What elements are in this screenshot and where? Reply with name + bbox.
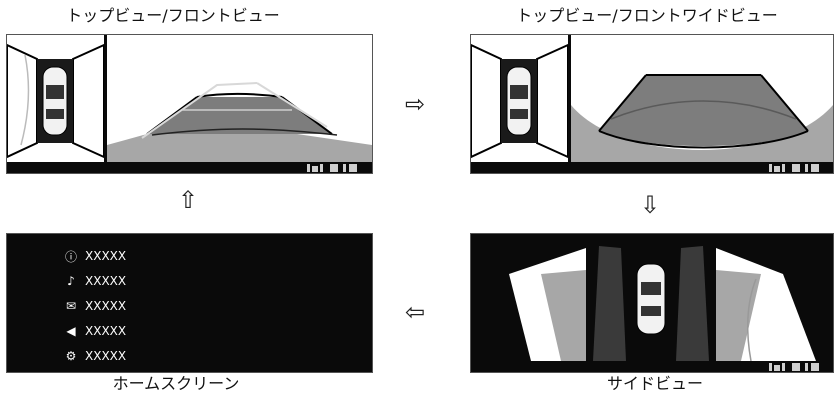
front-wide-road	[599, 75, 808, 146]
top-view-guide-line	[20, 54, 30, 146]
top-view-car	[506, 66, 532, 136]
settings-gear-icon: ⚙	[65, 349, 77, 363]
panel-top-front-wide-view	[470, 34, 834, 174]
status-icons	[769, 363, 819, 371]
side-view-right-car-body	[676, 246, 709, 361]
status-icons	[307, 164, 357, 172]
side-view-car-rear-window	[641, 306, 661, 316]
caption-home: ホームスクリーン	[112, 374, 240, 393]
top-view-right-wall	[536, 43, 569, 159]
home-menu-item-info[interactable]: ⓘ XXXXX	[63, 246, 126, 266]
front-view-ground	[107, 134, 372, 162]
front-wide-near-curve	[598, 130, 809, 149]
info-icon: ⓘ	[64, 249, 77, 264]
top-view-car-rear-window	[46, 109, 64, 119]
front-view-road	[147, 97, 332, 134]
top-front-wide-view-graphic	[471, 35, 833, 173]
front-wide-road-right-edge	[760, 74, 809, 132]
home-menu: ⓘ XXXXX ♪ XXXXX ✉ XXXXX ◀ XXXXX ⚙ XXXXX	[63, 246, 126, 371]
side-view-left-ground	[541, 270, 586, 361]
status-bar	[471, 361, 833, 372]
front-view-guide-right	[256, 82, 328, 128]
side-view-car-windshield	[641, 282, 661, 295]
side-view-car	[636, 263, 666, 335]
top-view-car-windshield	[46, 85, 64, 99]
status-icons	[769, 164, 819, 172]
panel-side-view	[470, 233, 834, 373]
top-view-left-wall	[471, 43, 502, 159]
home-menu-label: XXXXX	[85, 249, 127, 263]
home-menu-item-navigation[interactable]: ◀ XXXXX	[63, 321, 126, 341]
side-view-graphic	[471, 234, 833, 372]
top-view-right-wall	[72, 43, 105, 159]
home-menu-label: XXXXX	[85, 349, 127, 363]
home-menu-item-mail[interactable]: ✉ XXXXX	[63, 296, 126, 316]
view-divider	[104, 35, 107, 162]
top-view-car-windshield	[510, 85, 528, 99]
view-divider	[568, 35, 571, 162]
panel-top-front-view	[6, 34, 373, 174]
music-note-icon: ♪	[67, 274, 75, 288]
home-menu-label: XXXXX	[85, 324, 127, 338]
top-front-view-graphic	[7, 35, 372, 173]
home-menu-label: XXXXX	[85, 274, 127, 288]
side-view-right-ground	[716, 270, 761, 361]
side-view-guide-line	[746, 278, 757, 362]
panel-home-screen: ⓘ XXXXX ♪ XXXXX ✉ XXXXX ◀ XXXXX ⚙ XXXXX	[6, 233, 373, 373]
side-view-left-car-body	[593, 246, 626, 361]
status-bar	[471, 162, 833, 173]
front-wide-ground	[571, 105, 833, 162]
navigation-arrow-icon: ◀	[66, 324, 76, 338]
front-wide-guide-curve	[610, 100, 797, 120]
front-view-road-edge	[196, 93, 283, 98]
front-view-curve	[151, 128, 338, 136]
caption-side: サイドビュー	[606, 374, 703, 393]
arrow-left-icon: ⇦	[405, 298, 426, 326]
home-menu-item-music[interactable]: ♪ XXXXX	[63, 271, 126, 291]
top-view-car	[42, 66, 68, 136]
front-view-guide-left	[141, 82, 258, 139]
caption-top-front-wide: トップビュー/フロントワイドビュー	[516, 6, 778, 25]
status-bar	[7, 162, 372, 173]
arrow-up-icon: ⇧	[178, 186, 199, 214]
home-menu-label: XXXXX	[85, 299, 127, 313]
arrow-down-icon: ⇩	[640, 191, 661, 219]
front-wide-road-left-edge	[598, 74, 647, 132]
mail-icon: ✉	[65, 299, 77, 313]
arrow-right-icon: ⇨	[405, 90, 426, 118]
caption-top-front: トップビュー/フロントビュー	[66, 6, 280, 25]
home-menu-item-settings[interactable]: ⚙ XXXXX	[63, 346, 127, 366]
top-view-car-rear-window	[510, 109, 528, 119]
